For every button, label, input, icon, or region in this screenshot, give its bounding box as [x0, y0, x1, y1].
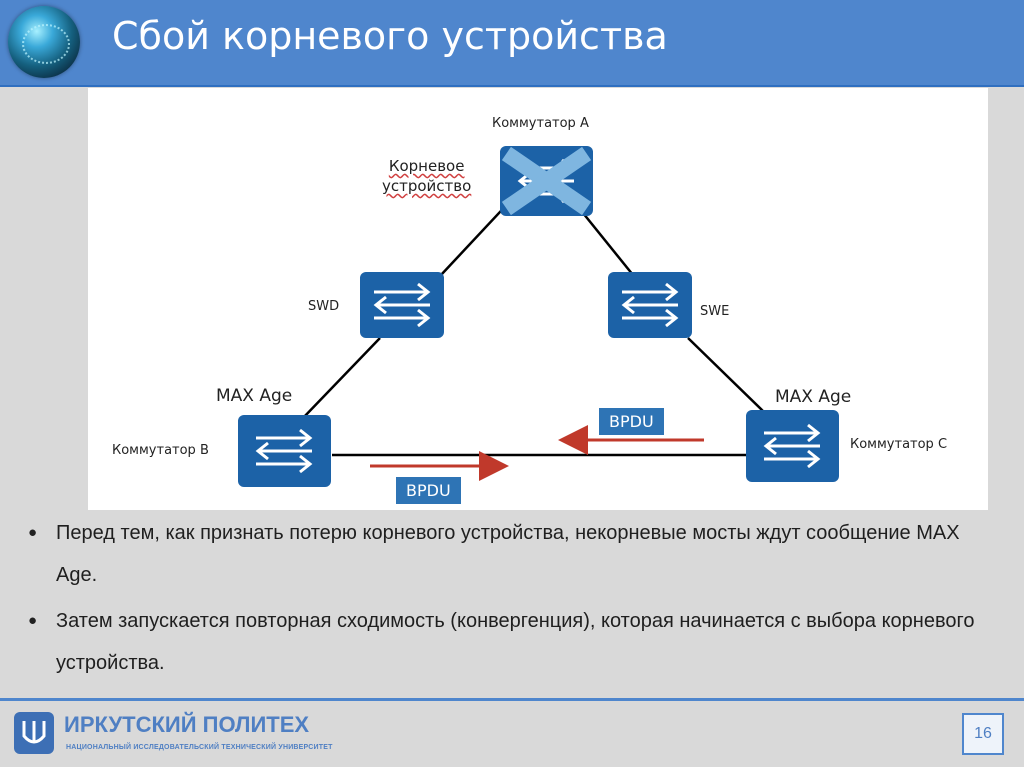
globe-logo-icon — [8, 6, 80, 78]
university-name: ИРКУТСКИЙ ПОЛИТЕХ — [64, 712, 310, 737]
swe-label: SWE — [700, 304, 730, 319]
bullet-item: Затем запускается повторная сходимость (… — [22, 600, 982, 684]
switch-swe-icon — [608, 272, 692, 338]
root-label-line2: устройство — [382, 177, 472, 195]
bpdu-badge-top: BPDU — [599, 408, 664, 435]
bullet-item: Перед тем, как признать потерю корневого… — [22, 512, 982, 596]
network-diagram: Коммутатор A Корневое устройство SWD SWE… — [88, 88, 988, 510]
page-number: 16 — [962, 713, 1004, 755]
switch-swd-icon — [360, 272, 444, 338]
switch-a-label: Коммутатор A — [492, 116, 589, 131]
university-subtitle: НАЦИОНАЛЬНЫЙ ИССЛЕДОВАТЕЛЬСКИЙ ТЕХНИЧЕСК… — [66, 744, 333, 751]
switch-c-label: Коммутатор C — [850, 437, 948, 452]
bullet-list: Перед тем, как признать потерю корневого… — [22, 512, 982, 688]
diagram-canvas — [238, 146, 839, 487]
bpdu-badge-bottom: BPDU — [396, 477, 461, 504]
link-swe-c — [687, 337, 766, 414]
switch-a-icon — [500, 146, 593, 216]
header-bar: Сбой корневого устройства — [0, 0, 1024, 85]
link-swd-b — [302, 337, 381, 419]
footer-divider — [0, 698, 1024, 701]
max-age-right-label: MAX Age — [775, 387, 852, 407]
switch-b-icon — [238, 415, 331, 487]
root-device-label: Корневое устройство — [382, 156, 471, 196]
root-label-line1: Корневое — [388, 157, 465, 175]
university-logo-icon — [14, 712, 54, 754]
swd-label: SWD — [308, 299, 340, 314]
max-age-left-label: MAX Age — [216, 386, 293, 406]
switch-c-icon — [746, 410, 839, 482]
header-divider — [0, 85, 1024, 87]
slide-title: Сбой корневого устройства — [112, 14, 668, 58]
switch-b-label: Коммутатор B — [112, 443, 209, 458]
